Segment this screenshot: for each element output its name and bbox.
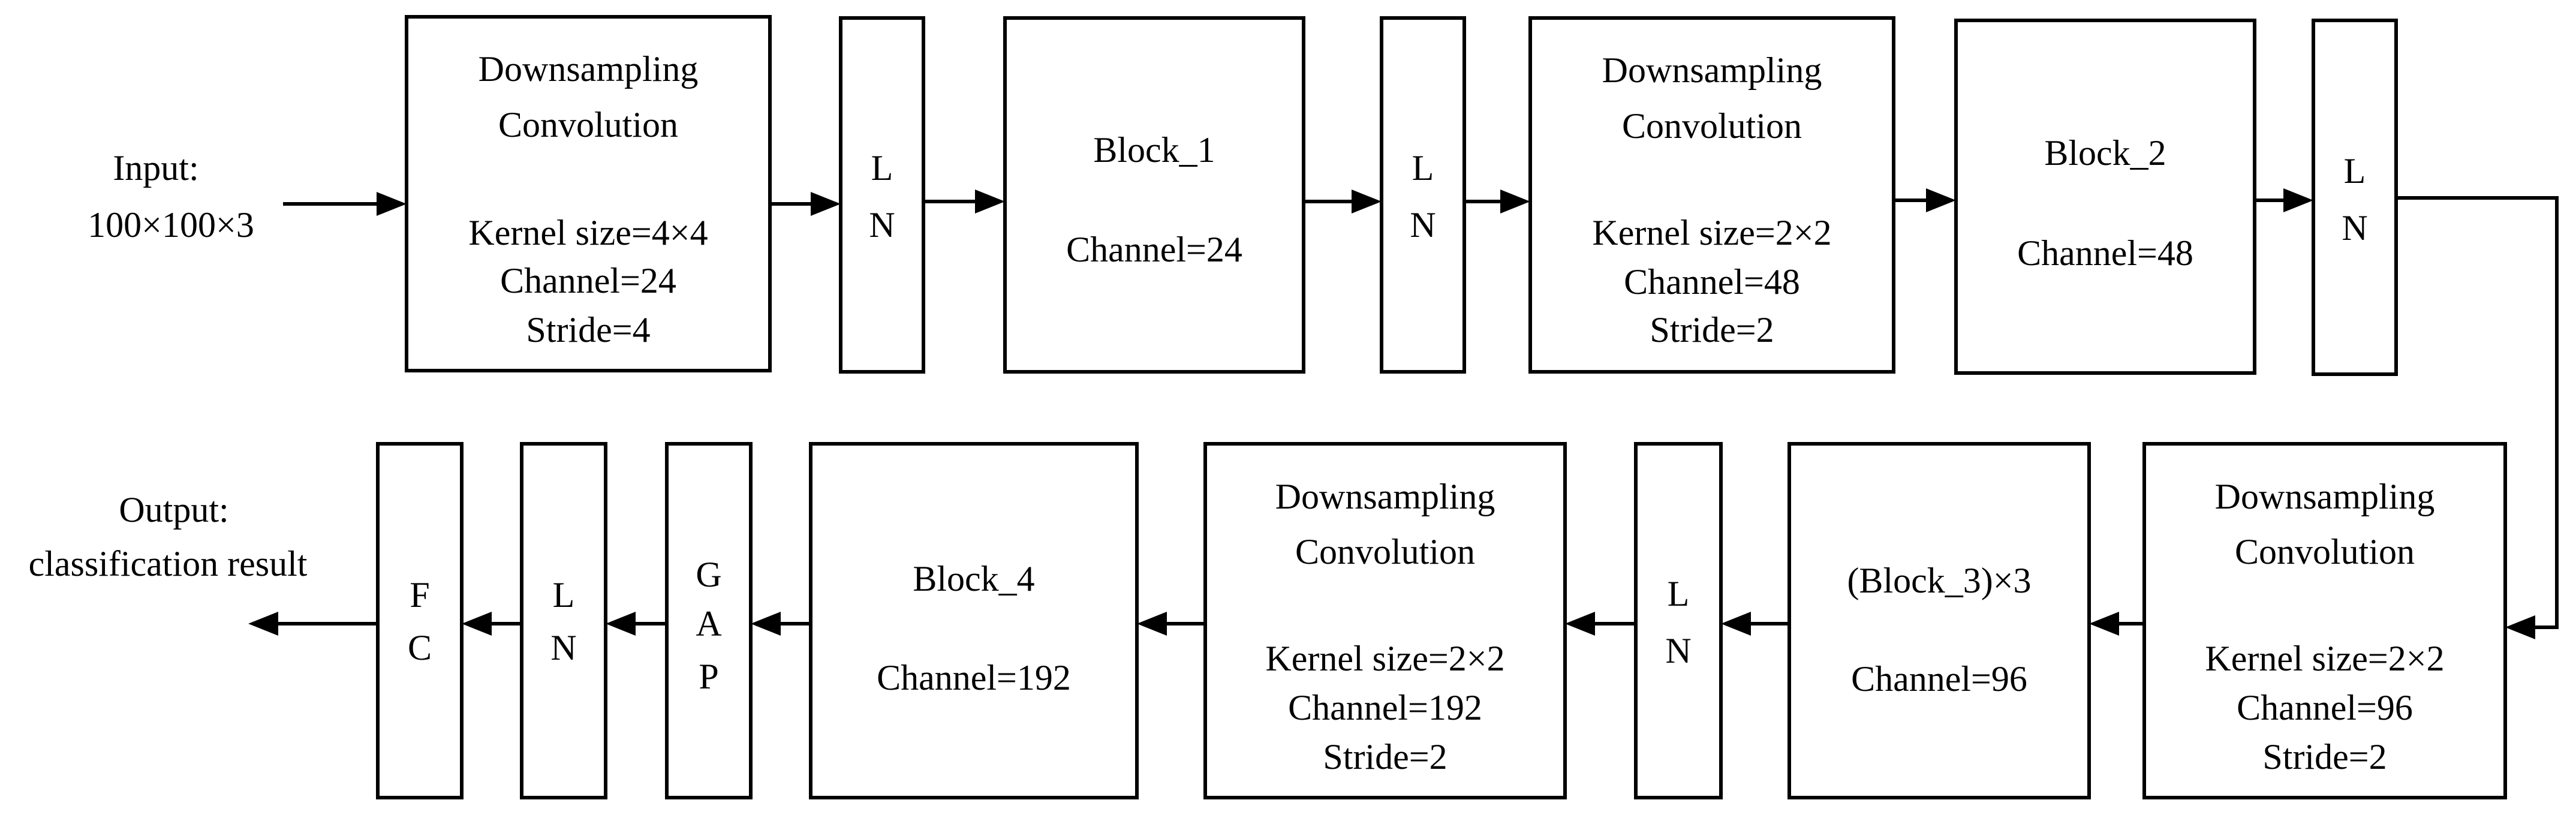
block4-channel: Channel=192	[877, 658, 1071, 697]
ln-box-1: L N	[839, 16, 925, 374]
block3-channel: Channel=96	[1851, 659, 2027, 699]
ln4-n: N	[1665, 631, 1691, 670]
ds2-channel: Channel=48	[1624, 262, 1800, 302]
gap-g: G	[696, 555, 721, 594]
connector-block1-to-ln2	[1304, 190, 1382, 213]
ds3-title-2: Convolution	[2235, 532, 2415, 572]
ln5-l: L	[553, 575, 575, 615]
connector-fc-to-output	[248, 612, 378, 636]
block-2: Block_2 Channel=48	[1954, 19, 2256, 375]
ln-box-5: L N	[520, 442, 607, 799]
connector-ln3-to-ds3	[2396, 196, 2559, 639]
block1-title: Block_1	[1093, 130, 1215, 170]
ds1-kernel: Kernel size=4×4	[468, 213, 708, 252]
ln2-l: L	[1412, 148, 1434, 188]
fc-c: C	[408, 628, 432, 667]
input-shape: 100×100×3	[88, 205, 254, 245]
ds2-title-2: Convolution	[1622, 106, 1802, 146]
ds1-title-1: Downsampling	[479, 49, 699, 89]
block3-title: (Block_3)×3	[1847, 561, 2031, 600]
ds1-channel: Channel=24	[500, 261, 676, 300]
ln-box-4: L N	[1634, 442, 1723, 799]
block-1: Block_1 Channel=24	[1003, 16, 1305, 374]
ln1-l: L	[871, 148, 893, 188]
ln5-n: N	[550, 628, 576, 667]
connector-ln2-to-ds2	[1464, 190, 1530, 213]
connector-block3-to-ln4	[1721, 612, 1789, 636]
connector-gap-to-ln5	[606, 612, 667, 636]
gap-box: G A P	[665, 442, 753, 799]
block4-title: Block_4	[913, 559, 1034, 599]
connector-ds2-to-block2	[1894, 188, 1956, 212]
ds3-stride: Stride=2	[2262, 737, 2387, 777]
block-4: Block_4 Channel=192	[809, 442, 1139, 799]
output-label: Output:	[119, 490, 228, 530]
ds4-channel: Channel=192	[1288, 688, 1482, 727]
ds4-kernel: Kernel size=2×2	[1265, 639, 1504, 678]
ds2-title-1: Downsampling	[1602, 50, 1822, 90]
block2-channel: Channel=48	[2017, 233, 2193, 273]
ln3-l: L	[2344, 151, 2366, 191]
connector-ds4-to-block4	[1137, 612, 1205, 636]
ds3-channel: Channel=96	[2237, 688, 2413, 727]
ds1-stride: Stride=4	[526, 310, 650, 350]
ds2-stride: Stride=2	[1650, 310, 1774, 350]
gap-p: P	[699, 657, 718, 696]
gap-a: A	[696, 604, 721, 643]
ds4-stride: Stride=2	[1323, 737, 1447, 777]
ln3-n: N	[2342, 208, 2367, 248]
ds4-title-2: Convolution	[1295, 532, 1475, 572]
ln2-n: N	[1410, 205, 1436, 245]
ln1-n: N	[869, 205, 895, 245]
connector-block2-to-ln3	[2255, 188, 2313, 212]
connector-ln1-to-block1	[923, 190, 1005, 213]
fc-f: F	[410, 575, 429, 615]
connector-input-to-ds1	[283, 192, 407, 216]
ds2-kernel: Kernel size=2×2	[1592, 213, 1831, 252]
downsampling-conv-4: Downsampling Convolution Kernel size=2×2…	[1203, 442, 1567, 799]
block-3: (Block_3)×3 Channel=96	[1787, 442, 2091, 799]
ln-box-2: L N	[1380, 16, 1466, 374]
connector-ds1-to-ln1	[770, 192, 841, 216]
ds3-kernel: Kernel size=2×2	[2205, 639, 2444, 678]
fc-box: F C	[376, 442, 464, 799]
connector-ln5-to-fc	[462, 612, 522, 636]
block2-title: Block_2	[2044, 133, 2166, 173]
block1-channel: Channel=24	[1066, 230, 1242, 269]
connector-ds3-to-block3	[2089, 612, 2144, 636]
ln4-l: L	[1668, 574, 1690, 614]
downsampling-conv-1: Downsampling Convolution Kernel size=4×4…	[405, 15, 772, 372]
input-label: Input:	[113, 148, 198, 188]
output-result: classification result	[29, 544, 308, 584]
downsampling-conv-3: Downsampling Convolution Kernel size=2×2…	[2142, 442, 2507, 799]
connector-ln4-to-ds4	[1565, 612, 1636, 636]
ds4-title-1: Downsampling	[1275, 477, 1495, 516]
ln-box-3: L N	[2312, 19, 2398, 376]
ds1-title-2: Convolution	[498, 105, 678, 145]
ds3-title-1: Downsampling	[2215, 477, 2435, 516]
downsampling-conv-2: Downsampling Convolution Kernel size=2×2…	[1528, 16, 1895, 374]
connector-block4-to-gap	[751, 612, 811, 636]
